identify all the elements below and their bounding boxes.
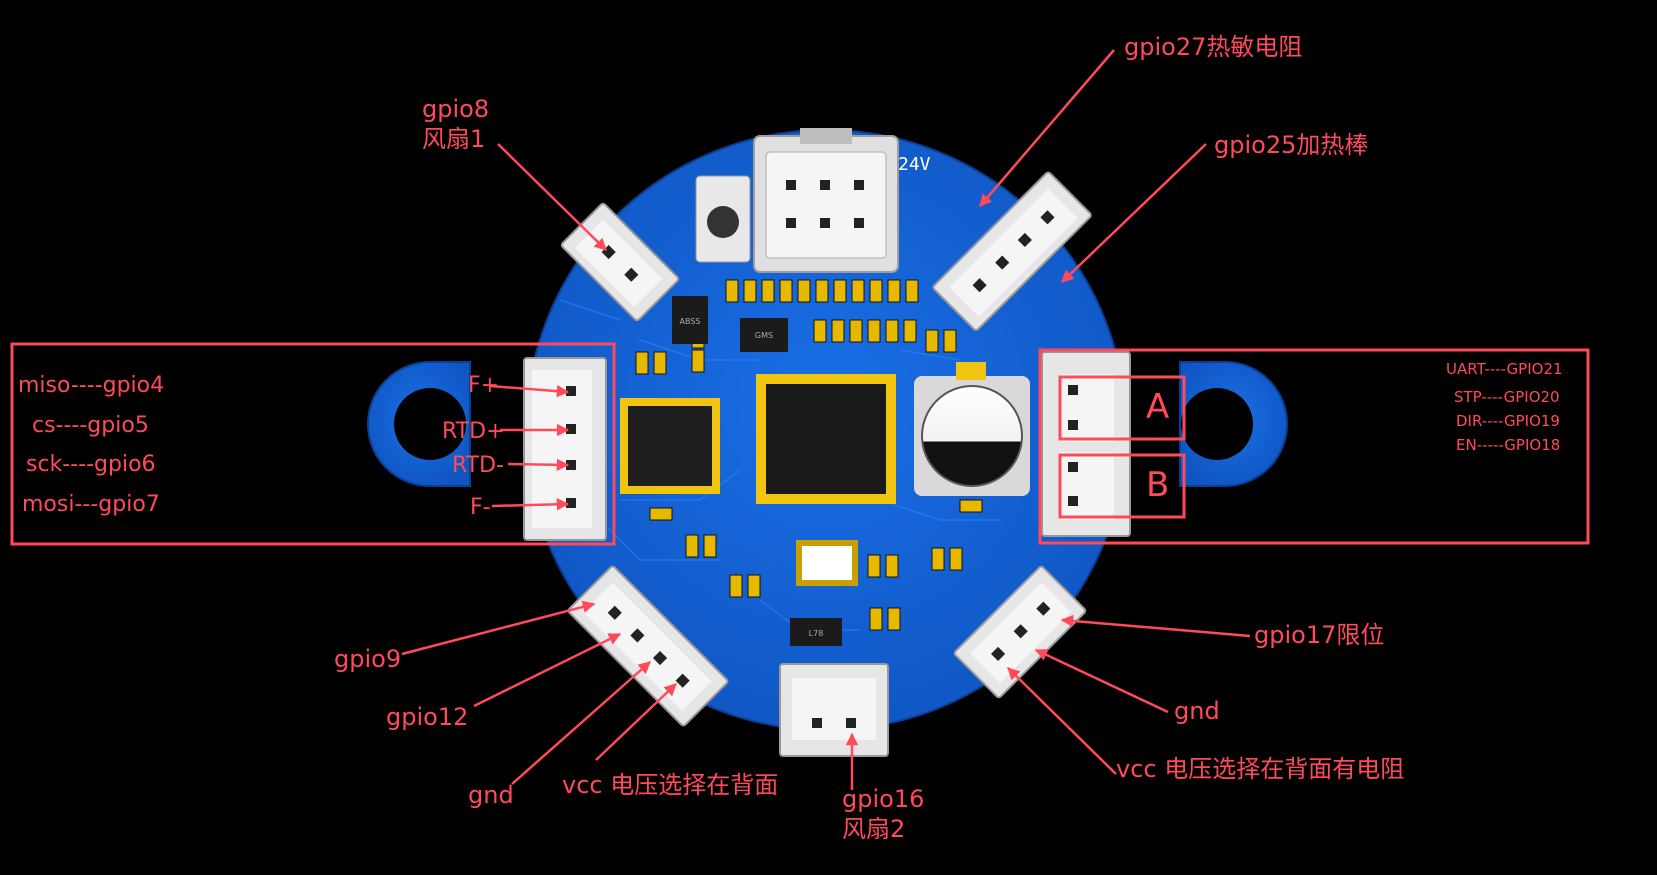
voltage-silkscreen: 24V bbox=[898, 154, 931, 175]
label-gpio25: gpio25加热棒 bbox=[1214, 131, 1369, 159]
label-cs: cs----gpio5 bbox=[32, 413, 149, 438]
crystal bbox=[796, 540, 858, 586]
label-coil-a: A bbox=[1146, 387, 1170, 427]
label-gpio12: gpio12 bbox=[386, 703, 469, 731]
label-gnd-left: gnd bbox=[468, 781, 514, 809]
stepper-box bbox=[1038, 348, 1590, 545]
label-gpio16: gpio16 bbox=[842, 785, 925, 813]
label-fan2: 风扇2 bbox=[842, 815, 906, 843]
label-vcc-right: vcc 电压选择在背面有电阻 bbox=[1116, 755, 1405, 783]
label-gpio27: gpio27热敏电阻 bbox=[1124, 33, 1303, 61]
label-stp: STP----GPIO20 bbox=[1454, 388, 1560, 406]
label-gpio9: gpio9 bbox=[334, 645, 402, 673]
rtd-chip bbox=[620, 398, 720, 494]
mcu-chip bbox=[756, 374, 896, 504]
label-rtd-plus: RTD+ bbox=[442, 419, 505, 444]
heater-thermistor-connector bbox=[932, 171, 1092, 331]
label-f-plus: F+ bbox=[468, 373, 500, 398]
mount-hole-right bbox=[1181, 388, 1253, 460]
label-rtd-minus: RTD- bbox=[452, 453, 505, 478]
label-miso: miso----gpio4 bbox=[18, 373, 165, 398]
label-gpio17: gpio17限位 bbox=[1254, 621, 1385, 649]
annotation-arrows bbox=[401, 49, 1251, 790]
mount-hole-left bbox=[394, 388, 466, 460]
coil-a-box bbox=[1058, 375, 1186, 441]
svg-text:L78: L78 bbox=[809, 629, 824, 638]
power-connector-top bbox=[753, 128, 899, 273]
svg-text:ABSS: ABSS bbox=[680, 317, 701, 326]
passive-row-top bbox=[635, 279, 983, 631]
fan2-connector bbox=[779, 663, 889, 757]
label-vcc-left: vcc 电压选择在背面 bbox=[562, 771, 779, 799]
label-gpio8: gpio8 bbox=[422, 95, 490, 123]
label-f-minus: F- bbox=[470, 495, 491, 520]
spi-box bbox=[10, 342, 616, 546]
label-gnd-right: gnd bbox=[1174, 697, 1220, 725]
label-en: EN-----GPIO18 bbox=[1456, 436, 1561, 454]
label-sck: sck----gpio6 bbox=[26, 452, 156, 477]
label-fan1: 风扇1 bbox=[422, 125, 486, 153]
left-bottom-connector bbox=[567, 565, 729, 727]
label-coil-b: B bbox=[1146, 465, 1170, 505]
rtd-connector bbox=[523, 357, 607, 541]
coin-cell bbox=[914, 362, 1030, 496]
small-ics: ABSS GMS L78 bbox=[672, 296, 842, 646]
limit-connector bbox=[953, 565, 1087, 699]
label-dir: DIR----GPIO19 bbox=[1456, 412, 1560, 430]
svg-text:GMS: GMS bbox=[755, 331, 773, 340]
label-uart: UART----GPIO21 bbox=[1446, 360, 1563, 378]
label-mosi: mosi---gpio7 bbox=[22, 492, 160, 517]
push-button bbox=[695, 175, 751, 263]
coil-b-box bbox=[1058, 453, 1186, 519]
stepper-connector bbox=[1041, 351, 1131, 537]
